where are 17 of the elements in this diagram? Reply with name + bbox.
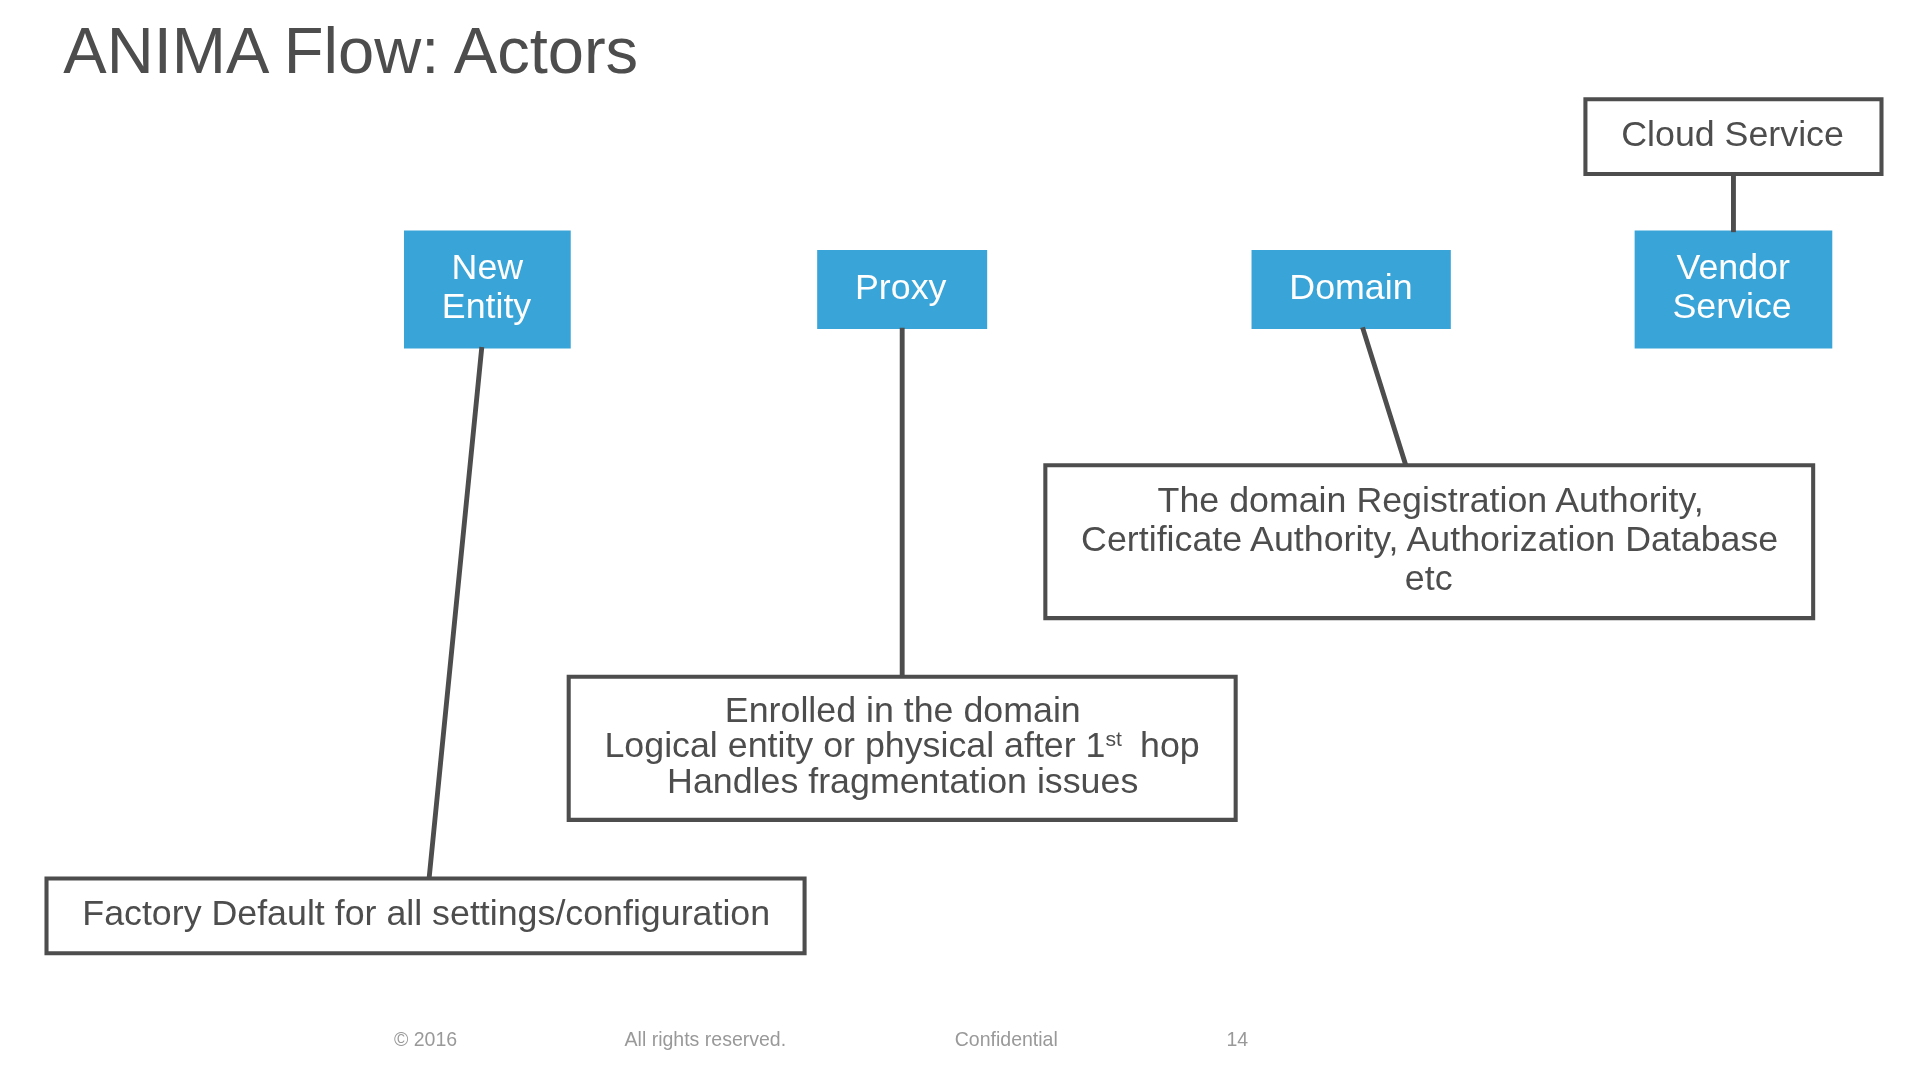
node-box: New Entity	[404, 230, 571, 349]
node-box: Vendor Service	[1634, 230, 1833, 349]
label: All rights reserved.	[624, 1028, 787, 1051]
connector	[426, 346, 485, 879]
node-box: The domain Registration Authority, Certificate Authority, Authorization Database etc	[1043, 463, 1816, 621]
label: © 2016	[393, 1028, 458, 1051]
connector	[1360, 326, 1408, 466]
connector	[899, 327, 905, 677]
node-box: Factory Default for all settings/configuration	[44, 876, 807, 956]
node-box: Cloud Service	[1583, 97, 1884, 177]
diagram-title: ANIMA Flow: Actors	[63, 14, 639, 88]
connector	[1731, 174, 1736, 233]
node-box: Proxy	[817, 250, 988, 329]
node-box: Domain	[1251, 250, 1451, 329]
label: 14	[1226, 1028, 1249, 1051]
label: Confidential	[954, 1028, 1058, 1051]
node-box: Enrolled in the domain Logical entity or physical after 1$^{st}$ hop Handles fragmentation issues	[566, 674, 1238, 822]
